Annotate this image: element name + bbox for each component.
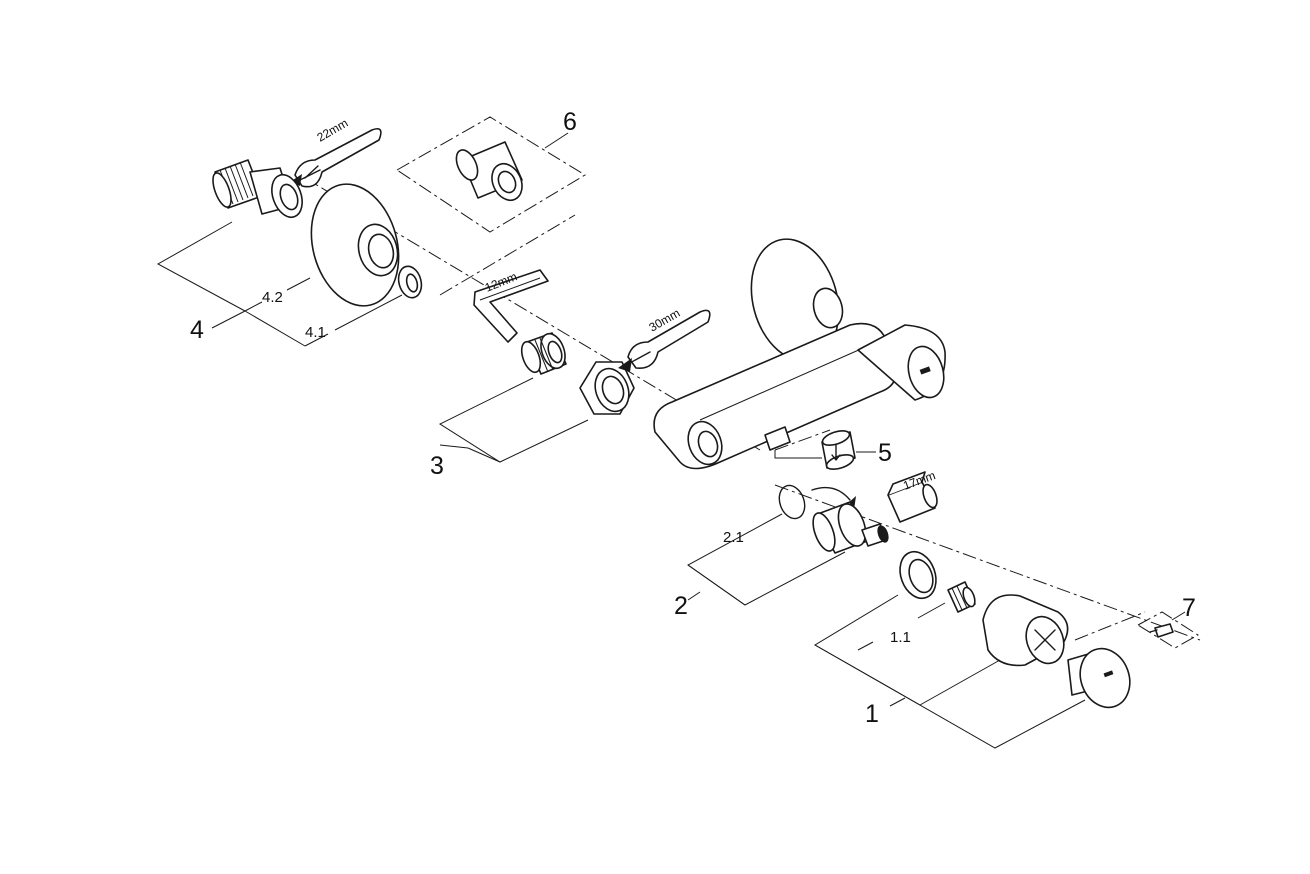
label-1: 1 <box>865 700 879 728</box>
wrench-22mm-icon: 22mm <box>290 116 382 188</box>
part-6-group: 6 <box>396 108 586 233</box>
label-2: 2 <box>674 592 688 620</box>
label-4-2: 4.2 <box>262 289 283 306</box>
part-1-group: 1 1.1 <box>814 550 1131 749</box>
label-3: 3 <box>430 452 444 480</box>
part-3-group: 3 <box>430 332 635 480</box>
label-7: 7 <box>1182 594 1196 622</box>
label-4: 4 <box>190 316 204 344</box>
part-7-group: 7 <box>1137 594 1199 649</box>
label-4-1: 4.1 <box>305 324 326 341</box>
mixer-body <box>653 238 946 470</box>
wrench-30mm-icon: 30mm <box>618 306 711 372</box>
socket-17mm-icon: 17mm <box>887 468 938 523</box>
label-6: 6 <box>563 108 577 136</box>
wrench-22mm-label: 22mm <box>315 116 351 145</box>
label-1-1: 1.1 <box>890 629 911 646</box>
part-5-group: 5 <box>774 430 892 470</box>
hex-key-12mm-icon: 12mm <box>473 269 549 343</box>
part-4-group: 4 4.2 4.1 <box>156 159 423 347</box>
part-2-group: 2 2.1 <box>674 484 889 620</box>
label-5: 5 <box>878 439 892 467</box>
label-2-1: 2.1 <box>723 529 744 546</box>
